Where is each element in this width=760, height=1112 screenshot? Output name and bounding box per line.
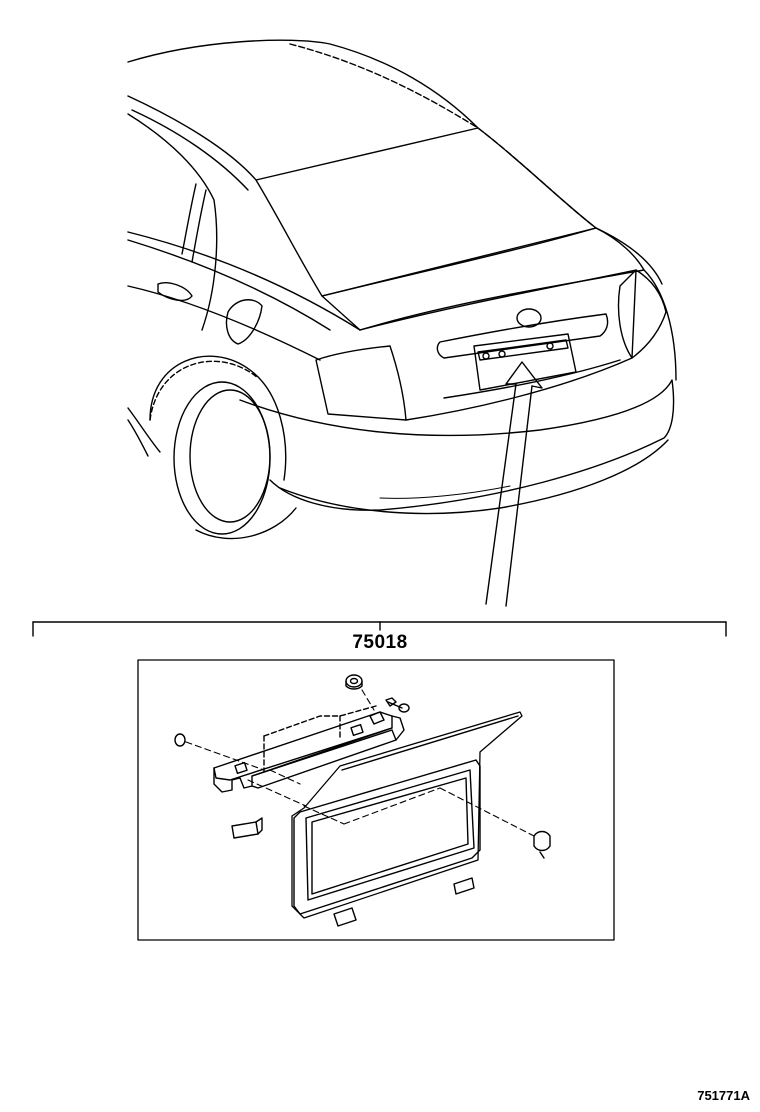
license-bolt-right [547,343,553,349]
trunk-lower-line [444,360,620,398]
cushion-bottom-right [454,878,474,894]
trunk-lid [322,228,644,330]
fuel-door [226,300,262,344]
wheel-arch [150,356,286,480]
license-bolt-mid [499,351,505,357]
trunk-garnish [437,314,607,358]
c-pillar [128,114,217,330]
license-plate-outline [474,334,576,390]
license-bracket-mini [478,340,568,360]
bumper-reflector [380,486,510,498]
tail-lamp-right [619,270,667,358]
license-frame-part [292,712,522,918]
wheel-arch-dashed [150,361,258,420]
rear-window-inner [132,110,248,190]
part-number-label: 75018 [352,632,408,653]
rear-bumper [240,380,674,510]
wheel-tire-bottom [196,508,296,539]
screw-part [386,698,409,712]
body-shoulder [128,286,320,360]
emblem [517,309,541,327]
trunk-edge [596,228,662,284]
washer-part [175,734,185,746]
side-window-edge [182,184,196,254]
assembly-guide-lines [186,690,534,836]
trunk-face [360,270,636,420]
body-side-line-2 [128,240,330,330]
license-bracket-part [214,706,404,792]
figure-code-label: 751771A [697,1088,750,1103]
bumper-lower [280,440,668,514]
door-handle [158,283,192,301]
nut-part [346,675,362,689]
car-rear-illustration [128,40,676,538]
side-window-edge-2 [192,190,206,262]
car-body-right [644,270,676,380]
side-sill [128,408,160,452]
rear-wheel-inner [190,390,270,522]
exploded-view-frame [138,660,614,940]
rear-window [128,96,596,296]
license-bolt-left [483,353,489,359]
body-side-line [128,232,360,330]
assembly-bracket [33,622,726,636]
location-arrow [486,362,542,606]
car-roof-line [128,40,478,128]
clip-part [534,832,550,859]
cushion-bottom-left [334,908,356,926]
arrow-head [506,362,542,388]
exploded-view [138,660,614,940]
cushion-left [232,818,262,838]
arrow-shaft [486,384,532,606]
side-sill-2 [128,420,148,456]
tail-lamp-left [316,346,406,420]
